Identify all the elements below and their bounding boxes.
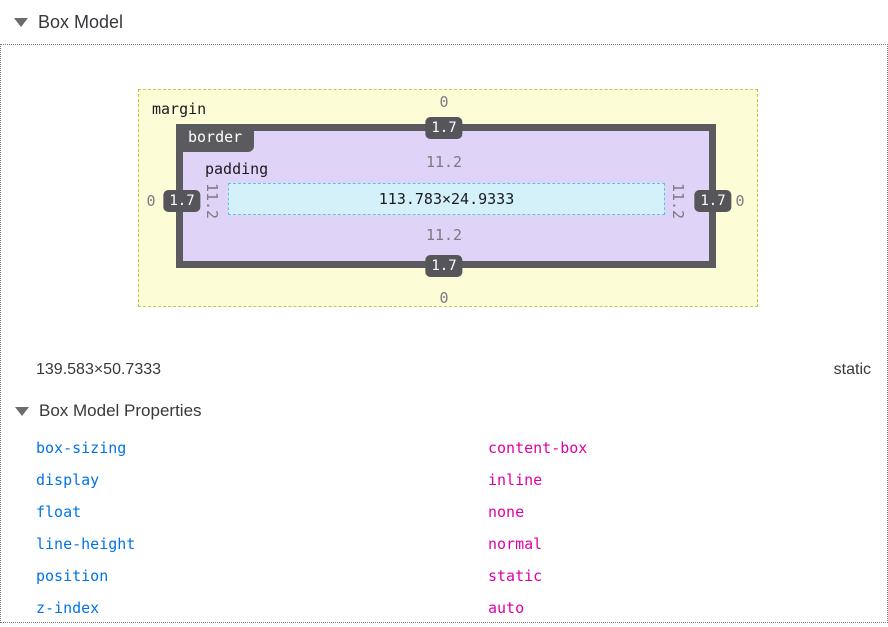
- padding-bottom-value[interactable]: 11.2: [425, 226, 463, 244]
- property-value: content-box: [488, 439, 588, 457]
- margin-left-value[interactable]: 0: [146, 192, 156, 210]
- property-name: position: [36, 567, 109, 585]
- property-name: z-index: [36, 599, 100, 617]
- property-row: float none: [1, 496, 887, 528]
- padding-right-value[interactable]: 11.2: [669, 182, 687, 220]
- properties-section-title: Box Model Properties: [39, 401, 202, 420]
- property-row: box-sizing content-box: [1, 432, 887, 464]
- property-name: float: [36, 503, 82, 521]
- property-name: display: [36, 471, 100, 489]
- property-value: normal: [488, 535, 543, 553]
- border-right-value[interactable]: 1.7: [694, 190, 732, 212]
- margin-label: margin: [152, 100, 207, 118]
- box-model-properties-header[interactable]: Box Model Properties: [15, 401, 202, 421]
- property-value: static: [488, 567, 543, 585]
- margin-right-value[interactable]: 0: [735, 192, 745, 210]
- padding-label: padding: [205, 160, 269, 178]
- property-row: position static: [1, 560, 887, 592]
- property-value: none: [488, 503, 525, 521]
- padding-left-value[interactable]: 11.2: [203, 182, 221, 220]
- content-dimensions[interactable]: 113.783×24.9333: [378, 190, 515, 208]
- border-left-value[interactable]: 1.7: [163, 190, 201, 212]
- property-value: auto: [488, 599, 525, 617]
- property-name: box-sizing: [36, 439, 127, 457]
- box-model-section-header[interactable]: Box Model: [0, 0, 888, 44]
- element-position: static: [833, 361, 871, 378]
- box-model-panel: 113.783×24.9333 margin border padding 0 …: [0, 44, 888, 623]
- property-row: display inline: [1, 464, 887, 496]
- margin-bottom-value[interactable]: 0: [439, 289, 449, 307]
- property-row: z-index auto: [1, 592, 887, 624]
- properties-list: box-sizing content-box display inline fl…: [1, 432, 887, 624]
- element-dimensions: 139.583×50.7333: [36, 361, 162, 378]
- property-row: line-height normal: [1, 528, 887, 560]
- chevron-down-icon[interactable]: [14, 17, 28, 27]
- border-top-value[interactable]: 1.7: [425, 117, 463, 139]
- page-title: Box Model: [38, 11, 124, 32]
- property-value: inline: [488, 471, 543, 489]
- content-region[interactable]: 113.783×24.9333: [228, 183, 665, 215]
- margin-top-value[interactable]: 0: [439, 93, 449, 111]
- border-label: border: [176, 124, 255, 152]
- chevron-down-icon[interactable]: [15, 406, 29, 416]
- padding-top-value[interactable]: 11.2: [425, 153, 463, 171]
- property-name: line-height: [36, 535, 136, 553]
- border-bottom-value[interactable]: 1.7: [425, 255, 463, 277]
